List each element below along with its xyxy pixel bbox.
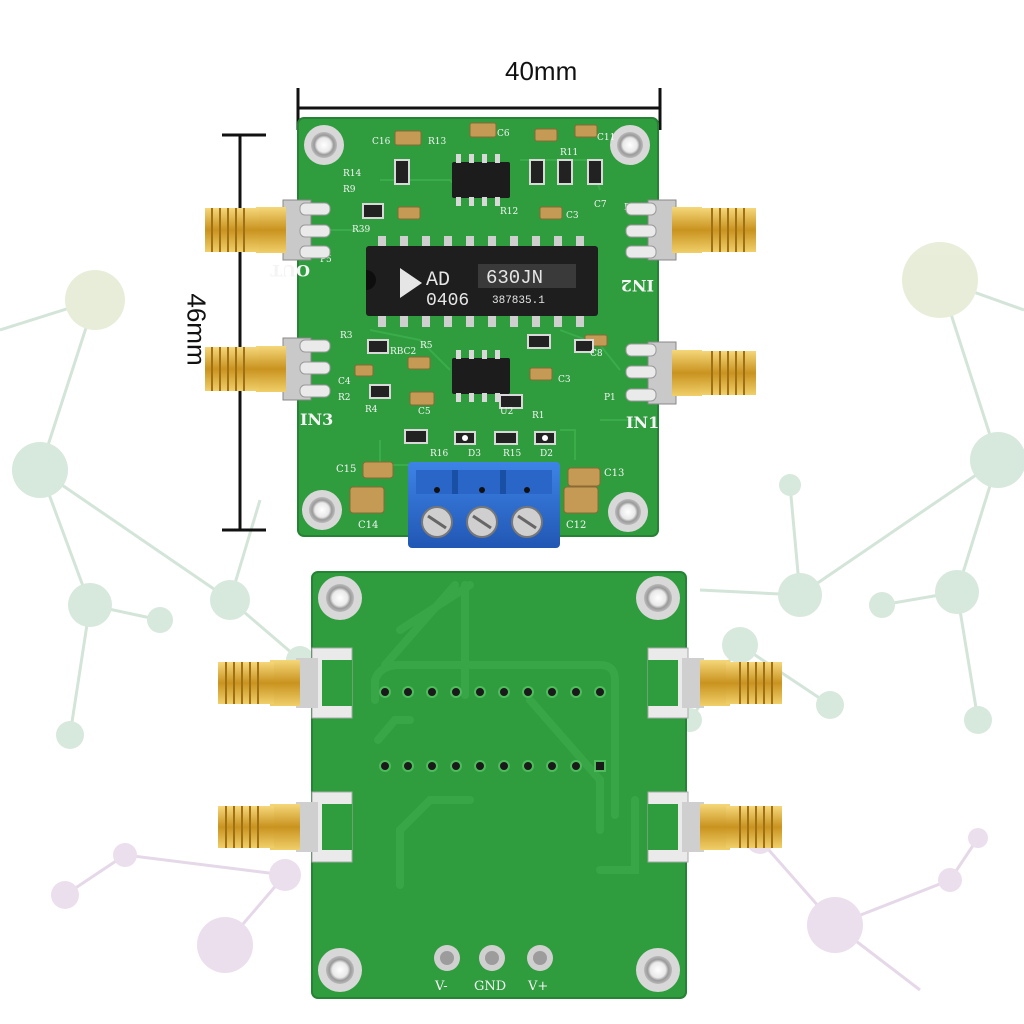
ref-r15: R15 [503,449,522,459]
ref-c7: C7 [594,200,607,210]
ref-d2: D2 [540,449,553,459]
ref-u2: U2 [500,407,513,417]
ref-r14: R14 [343,169,362,179]
ref-r2: R2 [338,393,351,403]
smd-components [349,122,608,514]
ref-c14: C14 [358,520,378,531]
label-gnd: GND [474,979,506,994]
ref-r9: R9 [343,185,356,195]
label-v-minus: V- [434,979,448,994]
port-label-in3: IN3 [300,410,333,429]
port-label-out: OUT [270,261,310,280]
ref-r1: R1 [532,411,545,421]
adi-logo-icon [400,268,422,298]
dimension-lines [222,88,662,532]
sma-connector-in1 [625,341,756,405]
ref-r3: R3 [340,331,353,341]
ref-r39: R39 [352,225,371,235]
ref-r13: R13 [428,137,447,147]
ref-r4: R4 [365,405,378,415]
ref-c13: C13 [604,468,624,479]
ref-r12: R12 [500,207,518,217]
sma-connector-out [205,199,331,261]
bottom-mounting-holes [318,576,680,992]
sma-connector-in3 [205,337,331,401]
ref-c8: C8 [590,349,603,359]
ref-rbc2: RBC2 [390,347,416,357]
pad-label-p5: P5 [320,255,332,265]
ic-part-number: 630JN [486,267,543,289]
ref-r11: R11 [560,148,578,158]
sma-connector-bottom-left-upper [218,647,353,719]
ref-c4: C4 [338,377,351,387]
ic-brand: AD [426,269,450,292]
ic-date-code: 0406 [426,291,469,311]
height-dimension-label: 46mm [181,293,212,366]
ref-c15: C15 [336,464,356,475]
soic-chip-top [452,154,510,206]
ref-c3-bottom: C3 [558,375,571,385]
ref-c16: C16 [372,137,391,147]
ref-r5: R5 [420,341,433,351]
width-dimension-label: 40mm [505,56,578,86]
bottom-pcb-board: V- GND V+ [218,571,782,999]
soic-chip-bottom [452,350,510,402]
sma-connector-bottom-left-lower [218,791,353,863]
ref-c12: C12 [566,520,586,531]
screw-terminal [408,462,560,548]
port-label-in1: IN1 [626,413,659,432]
power-pads [434,945,553,971]
dip-solder-joints [379,686,606,772]
ref-c5: C5 [418,407,431,417]
mounting-holes [302,125,650,532]
silkscreen-labels: OUT IN2 IN3 IN1 P5 P6 P1 P4 C16 R13 C6 C… [270,129,659,531]
pad-label-p1: P1 [604,393,616,403]
dip-ic-ad630: AD 0406 630JN 387835.1 [366,236,598,327]
label-v-plus: V+ [527,979,548,994]
ref-d3: D3 [468,449,481,459]
ic-lot-code: 387835.1 [492,295,545,307]
ref-r16: R16 [430,449,449,459]
port-label-in2: IN2 [621,276,654,295]
ref-c3-top: C3 [566,211,579,221]
top-pcb-board: AD 0406 630JN 387835.1 OUT IN2 IN3 IN1 P… [205,117,756,548]
ref-c6: C6 [497,129,510,139]
power-labels: V- GND V+ [434,979,548,994]
sma-connector-bottom-right-upper [647,647,782,719]
ref-c11: C11 [597,133,615,143]
sma-connector-bottom-right-lower [647,791,782,863]
sma-connector-in2 [625,199,756,261]
